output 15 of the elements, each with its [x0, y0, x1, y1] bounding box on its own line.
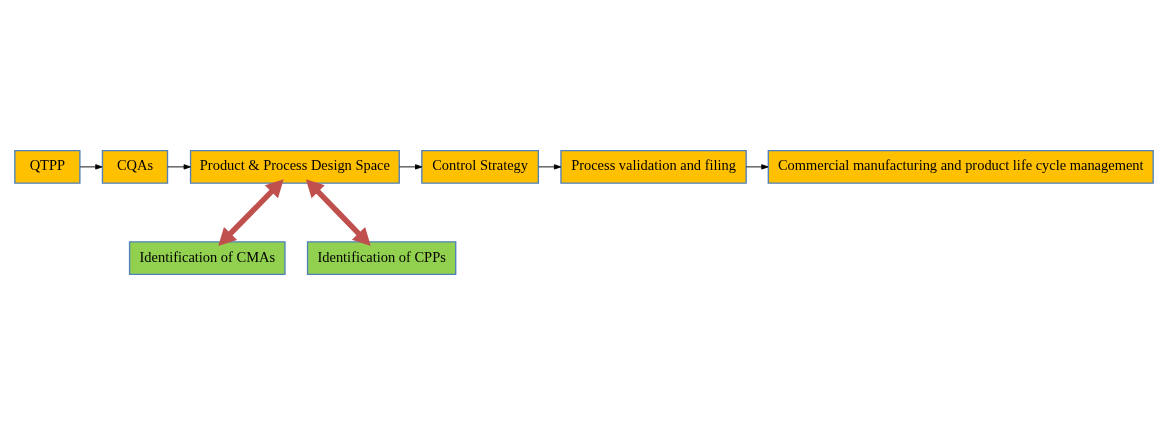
node-box: Identification of CPPs — [306, 241, 457, 276]
node-box: Control Strategy — [421, 149, 540, 184]
node-box: CQAs — [101, 149, 169, 184]
node-box: Identification of CMAs — [128, 241, 286, 276]
node-box: Product & Process Design Space — [189, 149, 400, 184]
node-box: Process validation and filing — [560, 149, 747, 184]
node-box: Commercial manufacturing and product life cycle management — [767, 149, 1154, 184]
arrow — [167, 164, 191, 170]
node-box: QTPP — [14, 149, 81, 184]
arrow — [305, 179, 371, 246]
arrow — [399, 164, 423, 170]
arrow — [218, 179, 284, 246]
arrow — [538, 164, 562, 170]
arrow — [745, 164, 769, 170]
arrow — [79, 164, 103, 170]
